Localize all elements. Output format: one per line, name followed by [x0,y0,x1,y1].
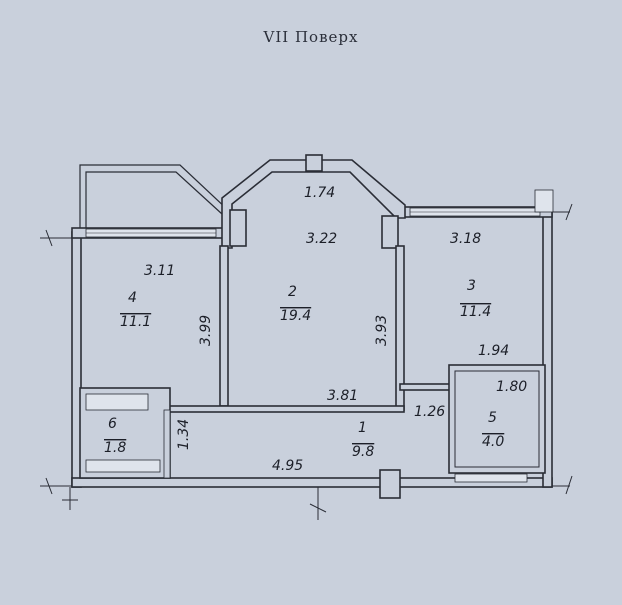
dim-3-18: 3.18 [450,231,481,247]
floor-title: VII Поверх [263,28,359,46]
room-1-area: 9.8 [352,444,374,460]
room-labels: 4 11.1 2 19.4 3 11.4 1 9.8 5 4.0 6 1.8 [104,278,504,460]
dim-3-22: 3.22 [306,231,337,247]
room-3-area: 11.4 [460,304,491,320]
dim-1-80: 1.80 [496,379,527,395]
dim-4-95: 4.95 [272,458,303,474]
room-5-number: 5 [488,410,497,426]
dim-1-34: 1.34 [176,419,192,450]
dim-3-93: 3.93 [374,315,390,346]
room-5-area: 4.0 [482,434,504,450]
room-2-number: 2 [288,284,297,300]
dim-3-11: 3.11 [144,263,175,279]
room-6-number: 6 [108,416,117,432]
interior-walls [79,245,546,499]
room-3-number: 3 [467,278,476,294]
bay-window [221,154,406,249]
dimension-labels: 1.74 3.22 3.18 3.11 3.99 3.93 1.94 1.80 … [144,185,527,474]
dim-1-26: 1.26 [414,404,445,420]
dim-3-81: 3.81 [327,388,358,404]
axis-marks [40,203,573,520]
room-4-number: 4 [128,290,137,306]
dim-1-74: 1.74 [304,185,335,201]
room-1-number: 1 [358,420,367,436]
dim-1-94: 1.94 [478,343,509,359]
balcony-left [79,164,229,228]
room-4-area: 11.1 [120,314,151,330]
windows [85,189,554,238]
room-6-area: 1.8 [104,440,126,456]
dim-3-99: 3.99 [198,315,214,346]
room-2-area: 19.4 [280,308,311,324]
